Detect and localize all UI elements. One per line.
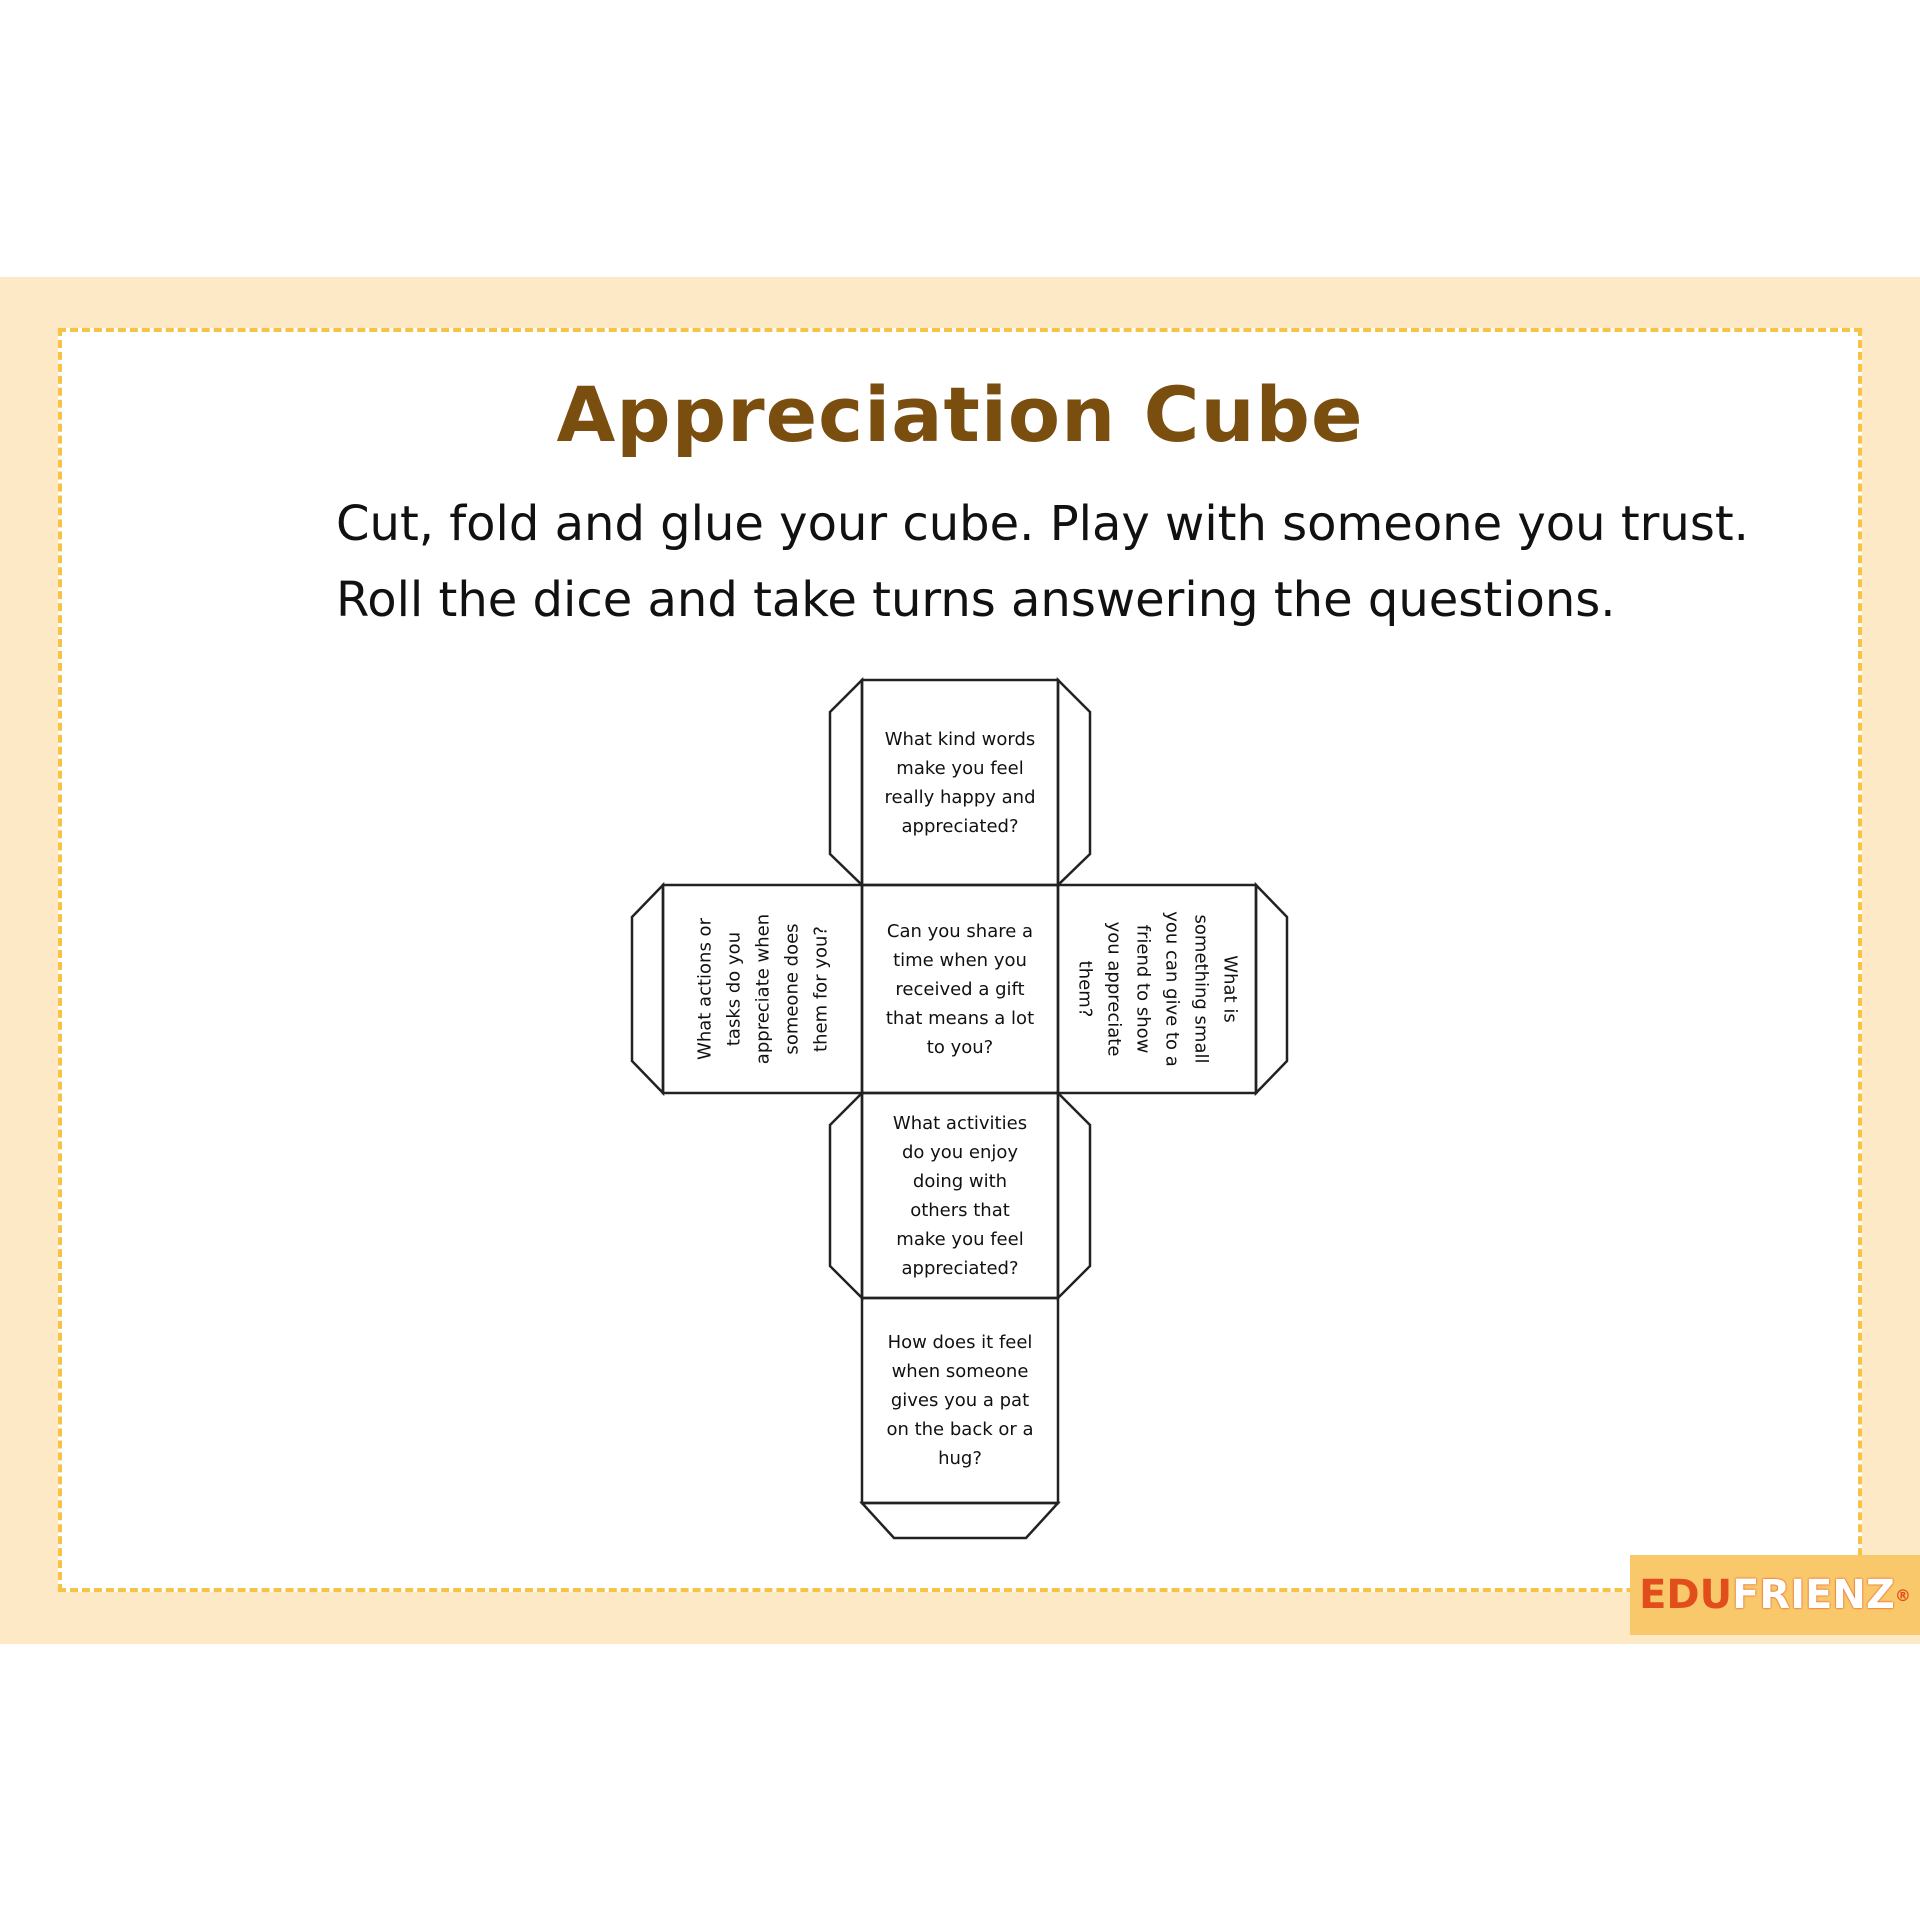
face-right-question: What is something small you can give to …: [1074, 911, 1241, 1067]
face-left-question: What actions or tasks do you appreciate …: [694, 913, 831, 1065]
face-center-question: Can you share a time when you received a…: [885, 920, 1035, 1058]
registered-mark: ®: [1894, 1585, 1911, 1605]
face-bottom-question: How does it feel when someone gives you …: [886, 1332, 1034, 1469]
instruction-line-2: Roll the dice and take turns answering t…: [336, 572, 1616, 628]
instruction-line-1: Cut, fold and glue your cube. Play with …: [336, 496, 1749, 552]
logo-text-edu: EDU: [1639, 1572, 1733, 1618]
instructions: Cut, fold and glue your cube. Play with …: [336, 486, 1749, 638]
logo-text-frienz: FRIENZ: [1732, 1572, 1895, 1618]
worksheet-title: Appreciation Cube: [556, 370, 1364, 459]
face-top-question: What kind words make you feel really hap…: [884, 728, 1036, 837]
face-lower-question: What activities do you enjoy doing with …: [892, 1112, 1028, 1279]
